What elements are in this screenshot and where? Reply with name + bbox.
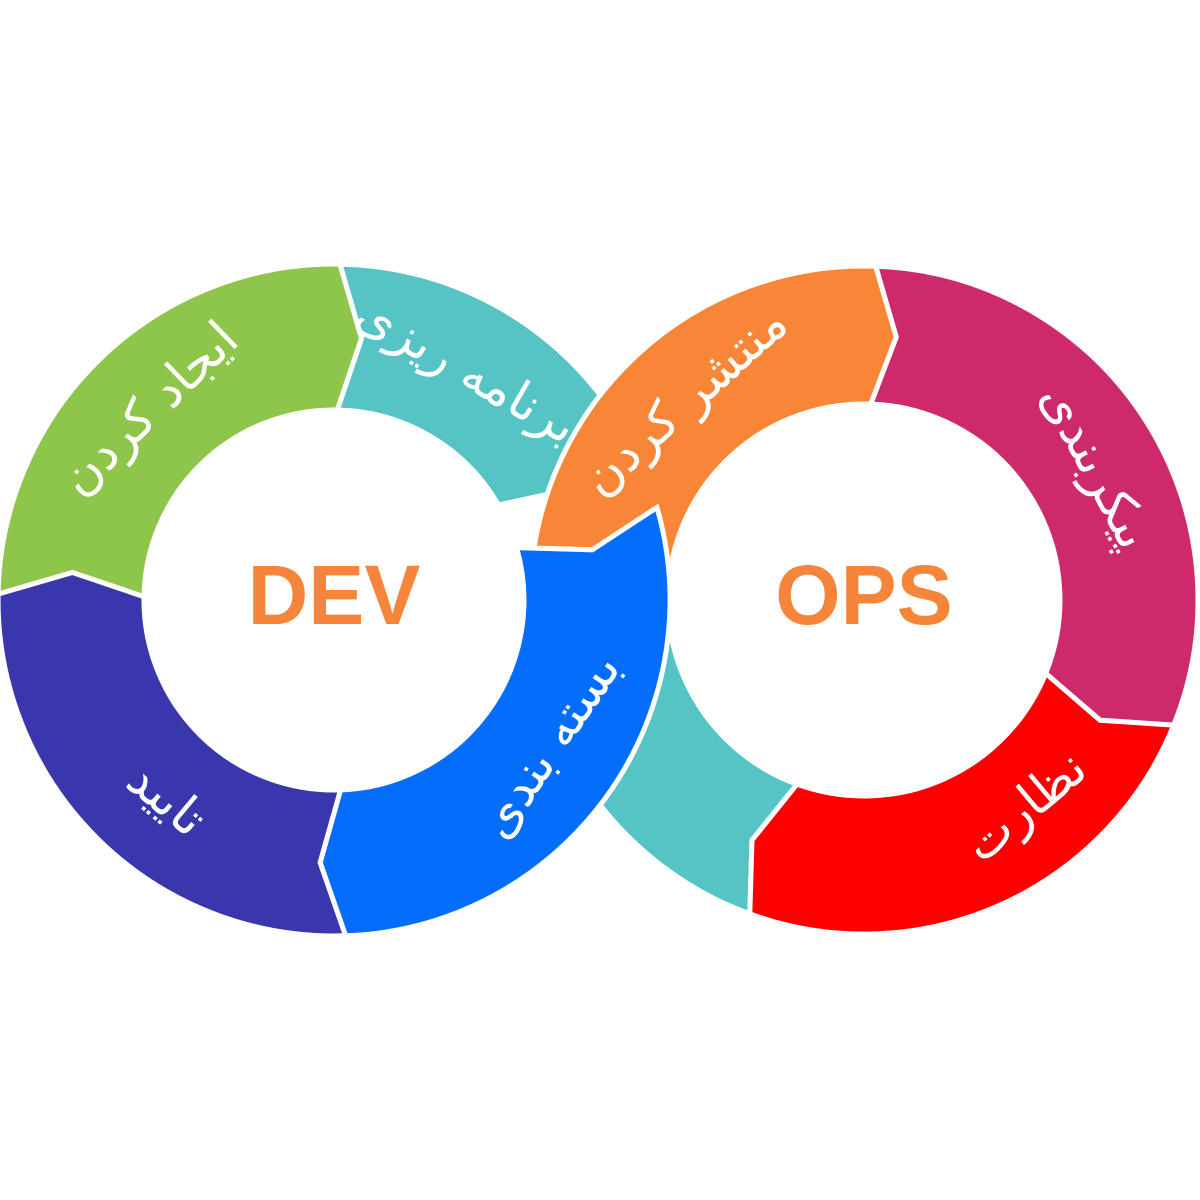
segment-create	[0, 261, 365, 601]
dev-front-layer	[317, 503, 673, 939]
dev-back-layer	[0, 261, 629, 939]
segment-release	[527, 263, 899, 597]
segment-configure	[867, 263, 1200, 728]
ops-front-layer	[527, 263, 1200, 937]
segment-package	[317, 503, 673, 939]
segment-verify	[0, 569, 350, 939]
segment-monitor	[747, 669, 1178, 937]
ops-hub-label: OPS	[775, 548, 952, 642]
dev-hub-label: DEV	[248, 548, 421, 642]
